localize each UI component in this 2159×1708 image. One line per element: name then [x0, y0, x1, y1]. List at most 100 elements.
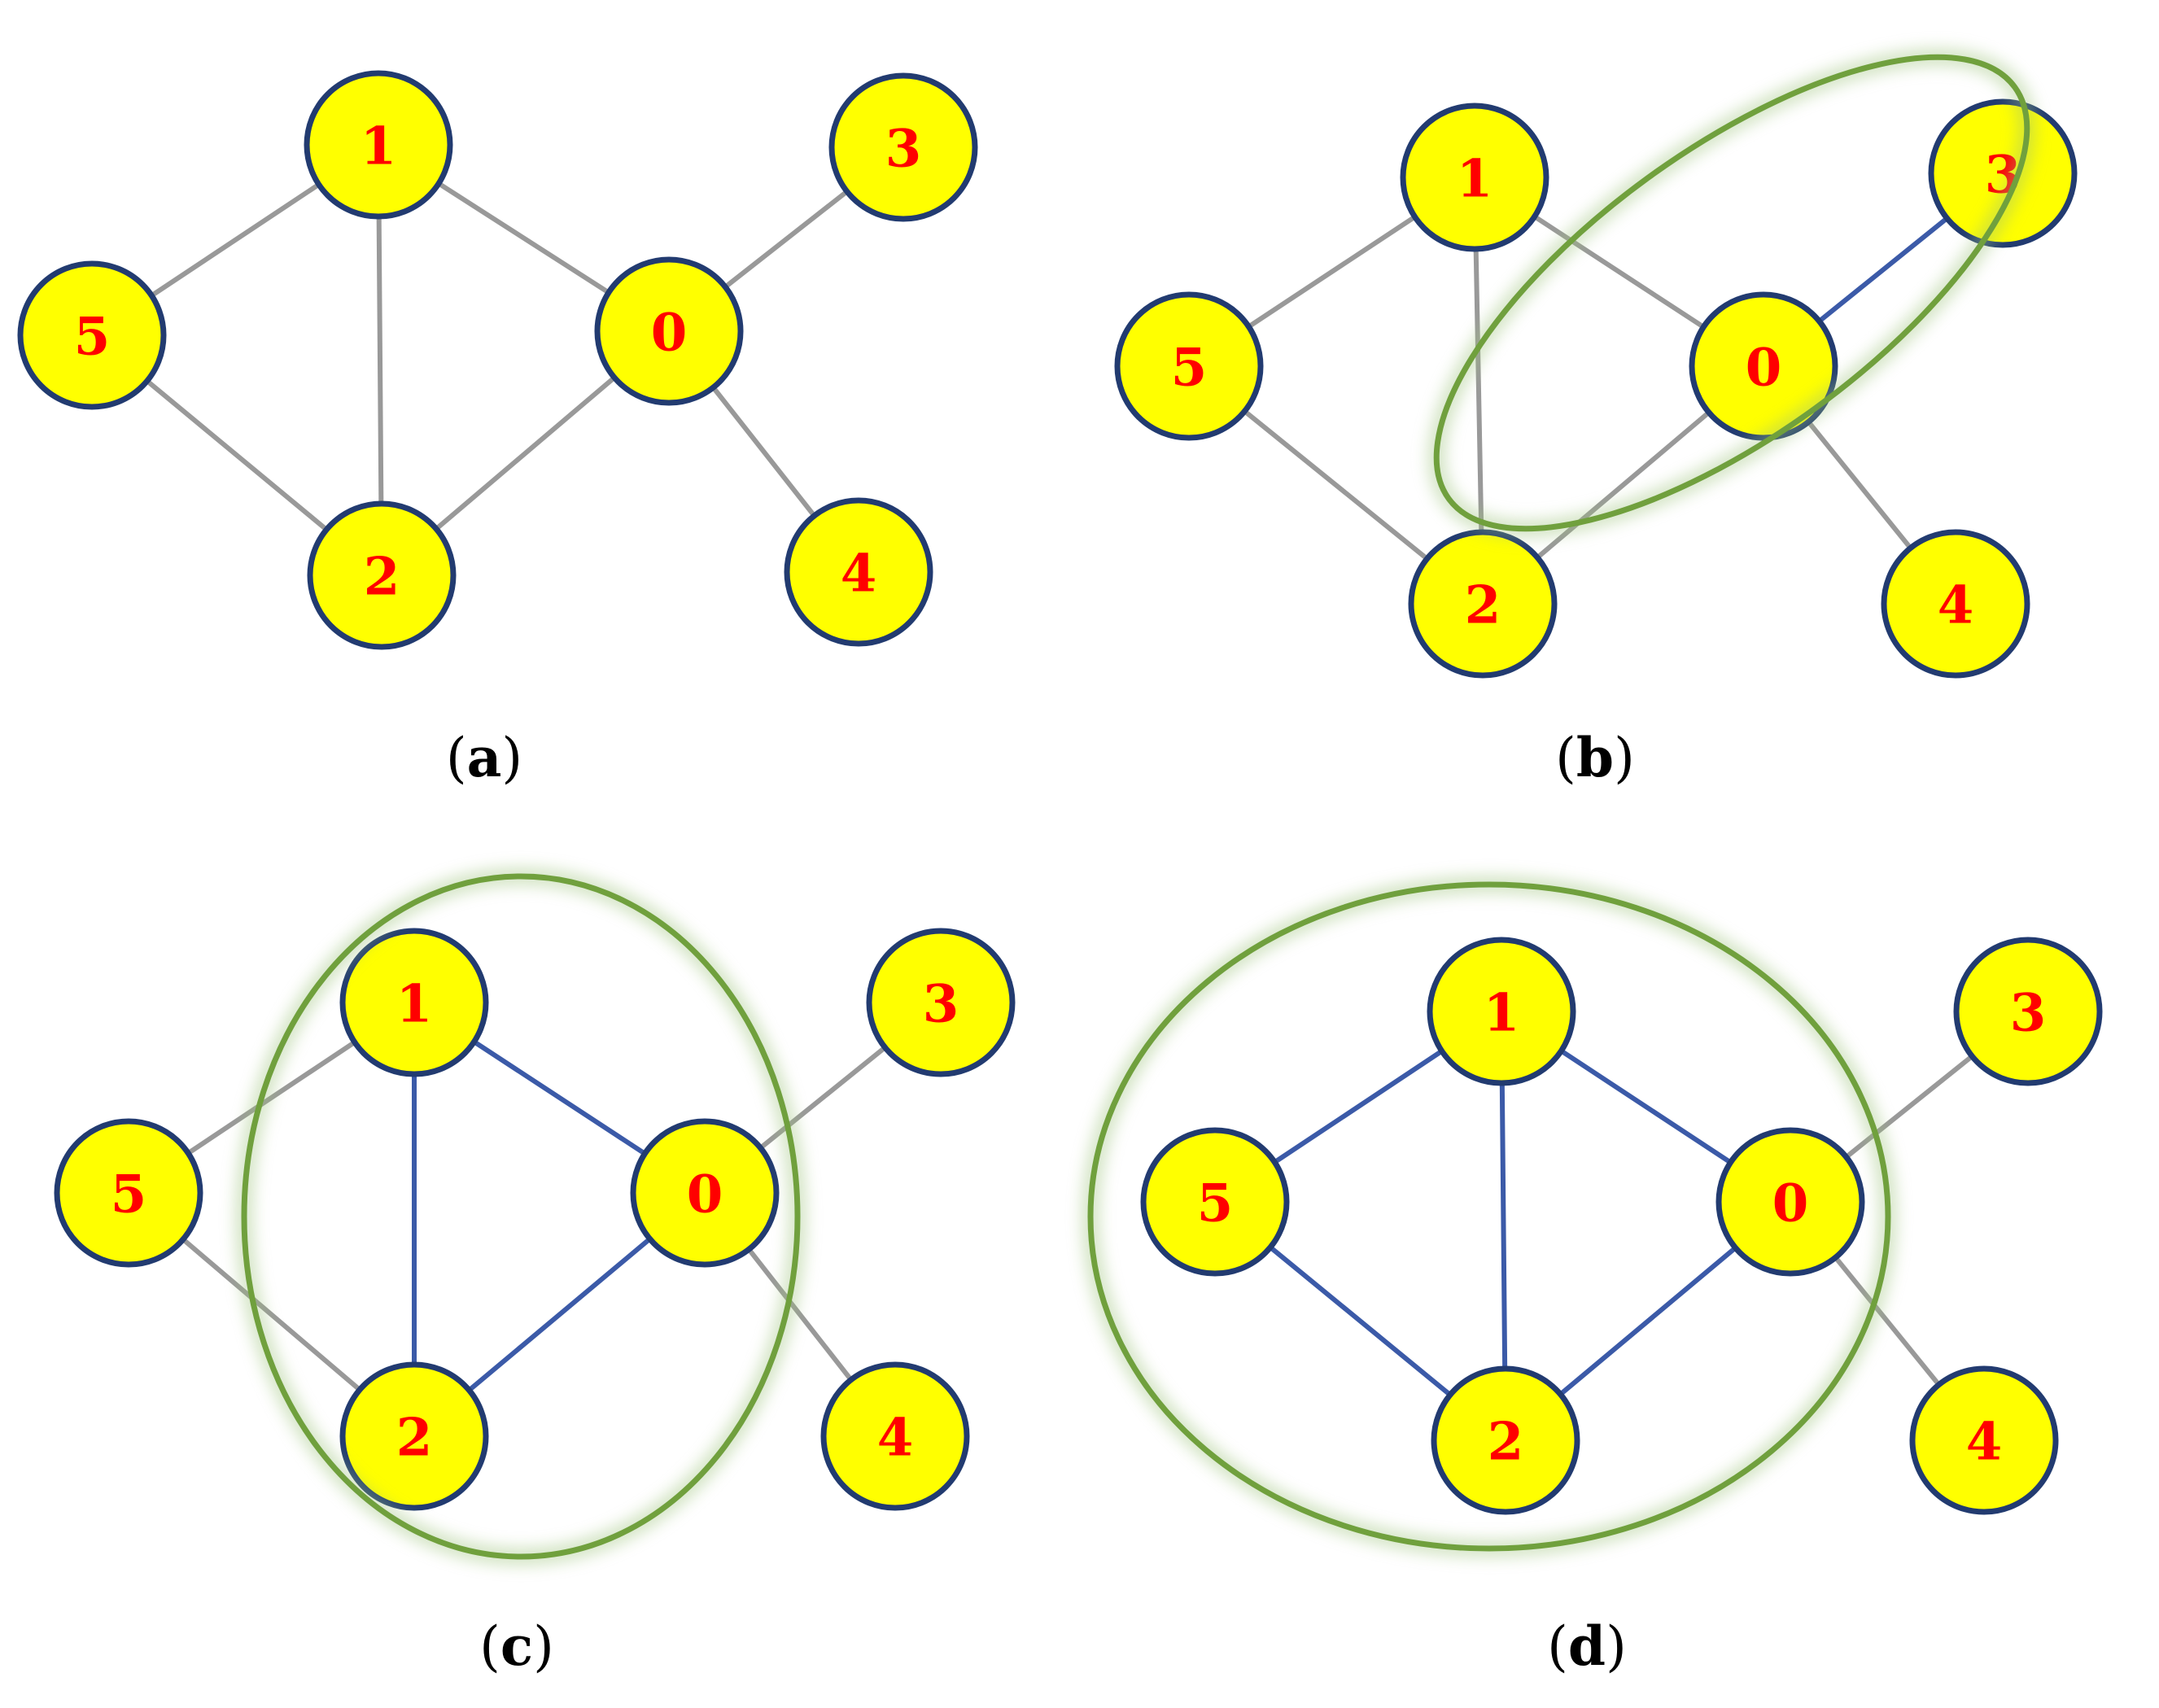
panel-caption-c: (c) [479, 1614, 554, 1678]
node-4-label: 4 [841, 544, 877, 605]
node-1-label: 1 [361, 116, 397, 177]
node-1-circle [1427, 937, 1576, 1086]
node-3-circle [866, 928, 1016, 1077]
node-5-circle [1114, 291, 1264, 441]
node-0-label: 0 [651, 303, 688, 364]
group-outline [1433, 54, 2030, 532]
panel-caption-b: (b) [1555, 726, 1635, 789]
group-highlight-d [1083, 877, 1895, 1556]
node-1-circle [339, 928, 489, 1077]
node-5: 5 [1140, 1127, 1290, 1277]
node-3-circle [828, 72, 978, 222]
panel-a: 0 1 2 3 4 5 (a) [17, 70, 978, 789]
node-0: 0 [594, 256, 744, 406]
node-0: 0 [1715, 1127, 1865, 1277]
caption-close-paren: ) [533, 1615, 554, 1678]
node-1-circle [304, 70, 453, 220]
node-4-circle [820, 1361, 970, 1511]
node-1-circle [1400, 103, 1549, 252]
node-3-circle [1928, 98, 2078, 248]
node-4: 4 [1909, 1365, 2059, 1515]
caption-close-paren: ) [1606, 1615, 1627, 1678]
node-4-label: 4 [1966, 1412, 2003, 1473]
node-3: 3 [828, 72, 978, 222]
node-4-circle [784, 497, 933, 647]
group-outline [1087, 881, 1891, 1552]
panel-c: 0 1 2 3 4 5 (c) [54, 869, 1016, 1678]
node-2: 2 [307, 500, 457, 650]
node-1: 1 [304, 70, 453, 220]
node-3-label: 3 [2010, 983, 2047, 1044]
node-4-circle [1909, 1365, 2059, 1515]
node-2-circle [1408, 529, 1558, 679]
node-5-label: 5 [1197, 1173, 1234, 1234]
node-5-circle [1140, 1127, 1290, 1277]
node-5: 5 [17, 260, 167, 410]
node-2-label: 2 [396, 1408, 433, 1469]
panel-d-edges [1213, 1009, 2030, 1443]
node-0: 0 [630, 1118, 780, 1268]
node-2-circle [307, 500, 457, 650]
node-0-circle [1715, 1127, 1865, 1277]
caption-letter: a [467, 726, 502, 789]
caption-close-paren: ) [501, 727, 522, 789]
node-0-circle [630, 1118, 780, 1268]
node-2-label: 2 [364, 547, 400, 608]
panel-c-nodes: 0 1 2 3 4 5 [54, 928, 1016, 1511]
panel-d: 0 1 2 3 4 5 (d) [1083, 877, 2103, 1678]
caption-open-paren: ( [1555, 727, 1576, 789]
node-5-circle [17, 260, 167, 410]
node-2-circle [1431, 1365, 1580, 1515]
node-5-label: 5 [1171, 338, 1208, 399]
panel-caption-d: (d) [1547, 1614, 1627, 1678]
node-3-label: 3 [923, 974, 959, 1035]
node-3: 3 [1953, 937, 2103, 1086]
node-5: 5 [1114, 291, 1264, 441]
node-4-label: 4 [877, 1408, 914, 1469]
caption-open-paren: ( [479, 1615, 500, 1678]
node-5-circle [54, 1118, 203, 1268]
node-0-label: 0 [1772, 1173, 1809, 1234]
node-4: 4 [820, 1361, 970, 1511]
panel-b-edges [1187, 171, 2005, 606]
node-3: 3 [866, 928, 1016, 1077]
node-1-label: 1 [1484, 983, 1520, 1044]
caption-letter: c [500, 1614, 533, 1678]
panel-a-edges [90, 142, 906, 578]
node-5: 5 [54, 1118, 203, 1268]
caption-close-paren: ) [1614, 727, 1635, 789]
caption-open-paren: ( [446, 727, 467, 789]
node-1: 1 [1427, 937, 1576, 1086]
group-highlight-b [1429, 50, 2034, 536]
node-2-label: 2 [1465, 575, 1501, 636]
node-5-label: 5 [111, 1164, 147, 1225]
node-4-label: 4 [1938, 575, 1974, 636]
panel-caption-a: (a) [446, 726, 522, 789]
node-4: 4 [784, 497, 933, 647]
node-4: 4 [1881, 529, 2030, 679]
panel-a-nodes: 0 1 2 3 4 5 [17, 70, 978, 650]
node-4-circle [1881, 529, 2030, 679]
group-outline [241, 873, 801, 1560]
node-1: 1 [1400, 103, 1549, 252]
panel-d-nodes: 0 1 2 3 4 5 [1140, 937, 2103, 1515]
node-0-label: 0 [687, 1164, 723, 1225]
node-2: 2 [1408, 529, 1558, 679]
node-2-circle [339, 1361, 489, 1511]
node-2: 2 [339, 1361, 489, 1511]
caption-letter: d [1568, 1614, 1606, 1678]
node-3-label: 3 [885, 119, 922, 180]
group-highlight-c [237, 869, 805, 1564]
node-3-circle [1953, 937, 2103, 1086]
node-5-label: 5 [74, 307, 111, 368]
caption-open-paren: ( [1547, 1615, 1568, 1678]
node-2-label: 2 [1488, 1412, 1524, 1473]
node-1-label: 1 [396, 974, 433, 1035]
node-0-circle [594, 256, 744, 406]
node-1-label: 1 [1457, 149, 1493, 210]
node-0-label: 0 [1746, 338, 1782, 399]
